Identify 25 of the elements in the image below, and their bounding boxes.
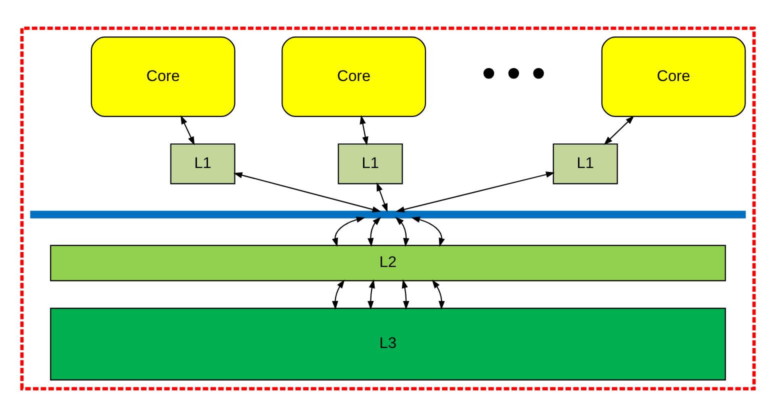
label: • • •	[482, 50, 546, 95]
node-box: L1	[170, 142, 236, 184]
node-box: Core	[90, 36, 236, 116]
node-box: L1	[338, 142, 403, 184]
arrow	[395, 216, 410, 246]
arrow	[360, 114, 368, 146]
cluster	[20, 26, 756, 390]
node-box: Core	[282, 36, 426, 116]
arrow	[180, 114, 195, 145]
arrow	[368, 216, 382, 246]
node-box: L2	[50, 244, 726, 281]
node-box: L3	[50, 307, 726, 380]
arrow	[432, 279, 445, 310]
node-box: Core	[601, 36, 746, 116]
node-bar	[30, 210, 746, 218]
arrow	[233, 172, 382, 212]
arrow	[402, 278, 410, 310]
arrow	[411, 216, 445, 246]
node-box: L1	[552, 142, 618, 184]
arrow	[396, 171, 555, 212]
arrow	[604, 115, 634, 145]
arrow	[332, 216, 366, 246]
arrow	[376, 182, 388, 212]
arrow	[332, 279, 345, 310]
arrow	[368, 278, 375, 310]
